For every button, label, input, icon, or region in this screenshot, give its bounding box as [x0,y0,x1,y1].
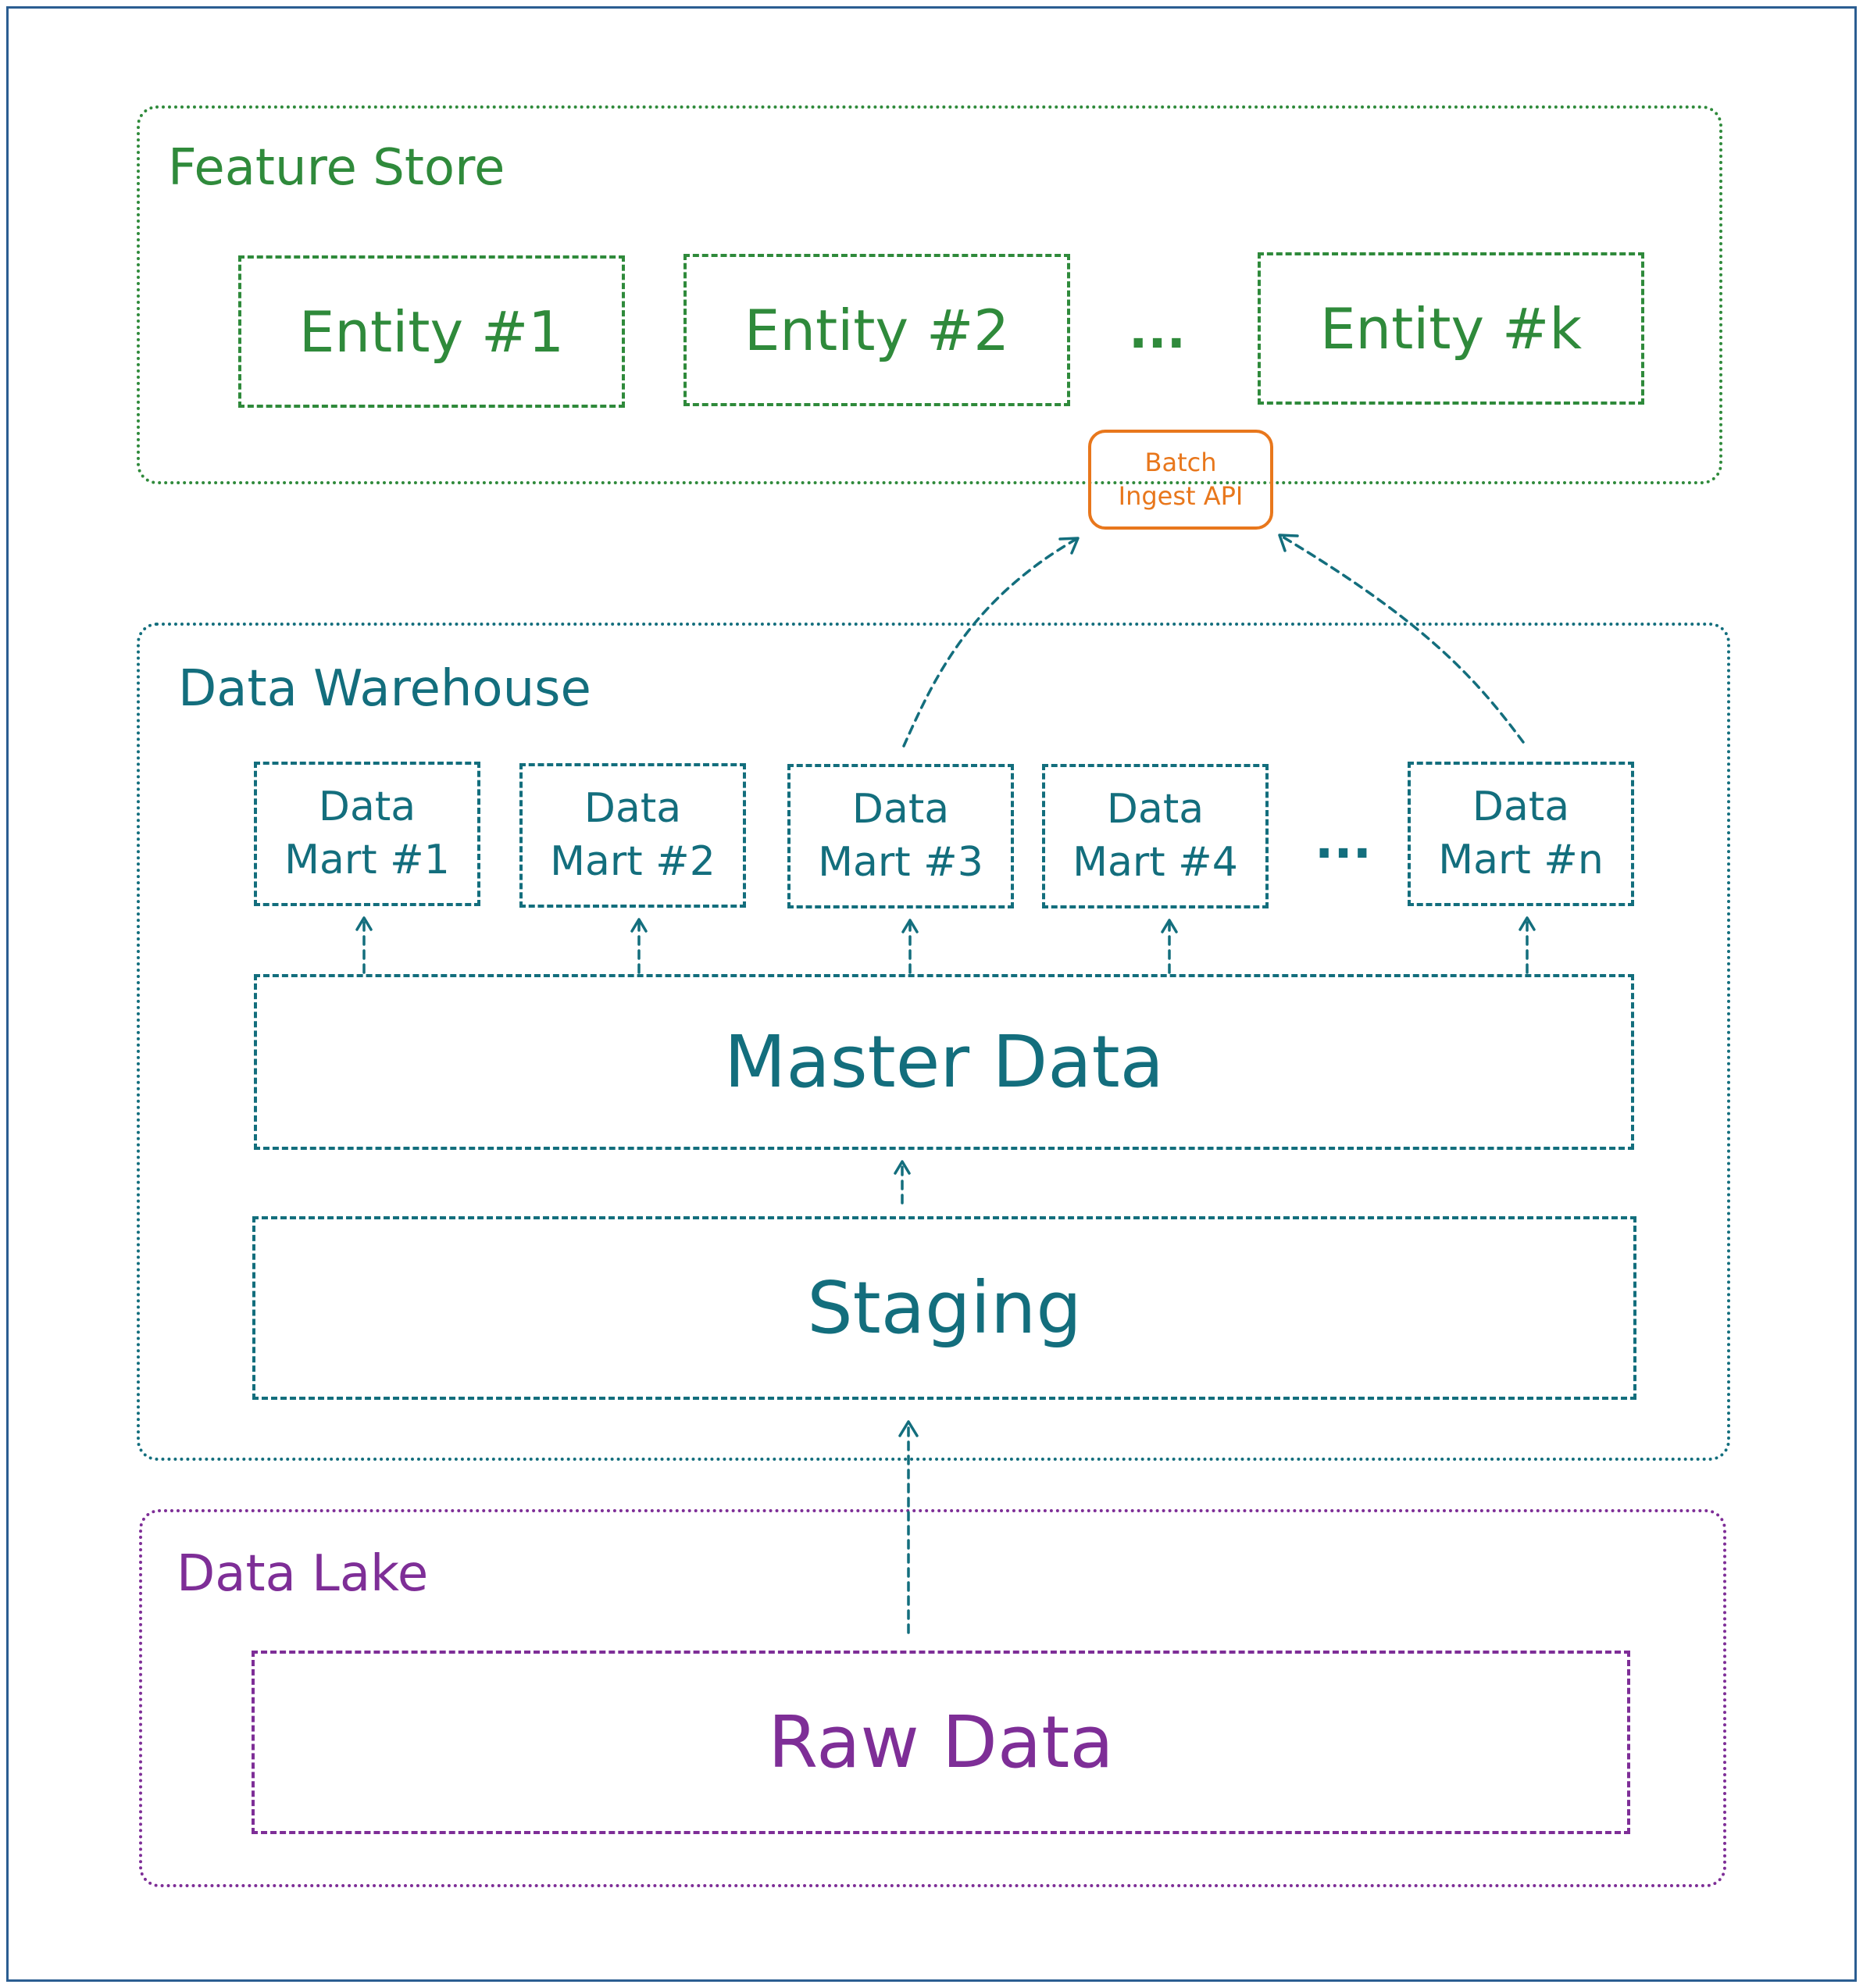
entity-box-2: Entity #2 [683,254,1070,406]
raw-data-box: Raw Data [252,1651,1630,1834]
data-mart-box-1: Data Mart #1 [254,762,480,906]
data-mart-box-4: Data Mart #4 [1042,764,1269,908]
entity-label: Entity #2 [744,297,1010,363]
data-mart-label: Data Mart #n [1438,783,1604,883]
data-lake-title: Data Lake [177,1545,429,1603]
data-mart-box-n: Data Mart #n [1408,762,1634,906]
entity-label: Entity #1 [298,298,565,365]
data-mart-label: Data Mart #4 [1072,785,1238,886]
feature-store-title: Feature Store [168,139,505,197]
data-mart-box-3: Data Mart #3 [787,764,1014,908]
data-warehouse-title: Data Warehouse [178,660,591,718]
data-mart-label: Data Mart #2 [550,784,716,885]
feature-store-group [137,105,1722,484]
data-mart-label: Data Mart #1 [284,783,450,883]
data-mart-label: Data Mart #3 [818,785,983,886]
master-data-label: Master Data [723,1020,1165,1104]
entity-label: Entity #k [1319,295,1583,362]
outer-frame [6,6,1857,1982]
master-data-box: Master Data [254,974,1634,1150]
entity-box-k: Entity #k [1258,252,1644,405]
data-mart-ellipsis: ... [1315,812,1372,870]
raw-data-label: Raw Data [768,1701,1114,1784]
staging-label: Staging [807,1266,1082,1350]
api-label: Batch Ingest API [1118,447,1244,511]
data-mart-box-2: Data Mart #2 [519,763,746,908]
data-lake-group [139,1509,1726,1887]
entity-box-1: Entity #1 [238,255,625,408]
batch-ingest-api-box: Batch Ingest API [1088,430,1273,530]
entity-ellipsis: ... [1129,302,1186,360]
staging-box: Staging [252,1216,1636,1400]
